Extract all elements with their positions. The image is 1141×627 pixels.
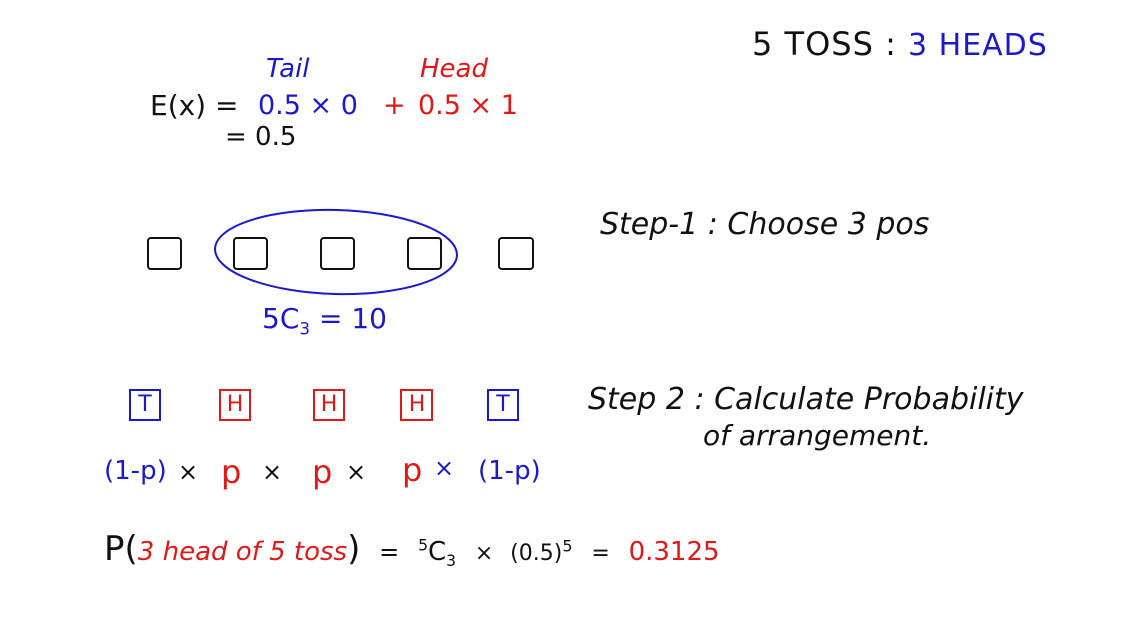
op-3: × — [346, 458, 367, 486]
position-box-1 — [147, 237, 182, 270]
factor-5: (1-p) — [478, 456, 541, 486]
factor-4: p — [402, 451, 423, 489]
arrangement-box-1 — [129, 389, 161, 421]
step1-label: Step-1 : Choose 3 pos — [600, 207, 930, 242]
final-comb-n: 5 — [418, 536, 429, 555]
comb-k: 3 — [299, 318, 311, 339]
arrangement-box-5 — [487, 389, 519, 421]
op-1: × — [178, 458, 199, 486]
final-answer: 0.3125 — [628, 537, 720, 567]
factor-2: p — [221, 453, 242, 491]
op-2: × — [262, 458, 283, 486]
comb-eq: = 10 — [318, 302, 387, 335]
position-box-5 — [498, 237, 534, 270]
position-box-2 — [233, 237, 268, 270]
step2-label-line1: Step 2 : Calculate Probability — [588, 382, 1024, 417]
comb-c: C — [279, 302, 300, 335]
selection-ellipse — [214, 208, 458, 296]
final-p-close: ) — [347, 529, 361, 569]
final-event: 3 head of 5 toss — [137, 537, 348, 567]
arrangement-letter-1: T — [138, 392, 152, 417]
position-box-4 — [407, 237, 442, 270]
arrangement-letter-2: H — [226, 392, 244, 417]
expectation-plus: + — [383, 90, 406, 121]
combination-5c3: 5C3 = 10 — [262, 305, 387, 337]
tail-label: Tail — [266, 54, 310, 84]
arrangement-letter-3: H — [320, 392, 338, 417]
arrangement-box-2 — [219, 389, 251, 421]
final-power-exp: 5 — [562, 536, 573, 556]
final-power: (0.5)5 — [510, 538, 572, 566]
expectation-head-term: 0.5 × 1 — [418, 90, 518, 121]
final-comb-k: 3 — [446, 552, 457, 571]
final-comb-c: C — [428, 537, 447, 567]
final-combination: 5C3 — [418, 536, 457, 571]
head-label: Head — [420, 54, 488, 84]
op-4: × — [434, 454, 455, 482]
header-title: 5 TOSS : 3 HEADS — [752, 28, 1048, 61]
expectation-lhs: E(x) = — [150, 89, 239, 122]
arrangement-box-4 — [400, 389, 433, 421]
final-equation: P(3 head of 5 toss) = 5C3 × (0.5)5 = 0.3… — [104, 532, 720, 570]
position-box-3 — [320, 237, 355, 270]
final-p-open: P( — [104, 529, 138, 569]
expectation-result: = 0.5 — [225, 122, 297, 152]
expectation-tail-term: 0.5 × 0 — [258, 90, 358, 121]
final-eq2: = — [591, 541, 610, 566]
comb-n: 5 — [262, 302, 280, 335]
factor-1: (1-p) — [104, 456, 167, 486]
arrangement-box-3 — [313, 389, 345, 421]
arrangement-letter-5: T — [496, 392, 510, 417]
header-title-black: 5 TOSS : — [752, 25, 897, 63]
step2-label-line2: of arrangement. — [703, 419, 932, 452]
final-times: × — [474, 541, 494, 566]
final-power-base: (0.5) — [510, 541, 563, 566]
final-eq1: = — [379, 538, 400, 566]
arrangement-letter-4: H — [408, 392, 426, 417]
header-title-blue: 3 HEADS — [908, 28, 1048, 63]
factor-3: p — [312, 453, 333, 491]
